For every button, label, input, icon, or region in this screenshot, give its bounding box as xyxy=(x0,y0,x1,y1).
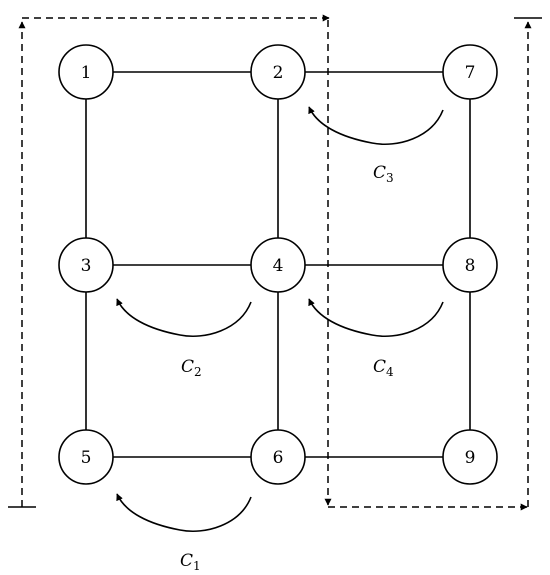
node-2: 2 xyxy=(250,44,306,100)
node-9: 9 xyxy=(442,429,498,485)
node-circle xyxy=(58,44,114,100)
right-partition-boundary xyxy=(324,17,542,511)
node-circle xyxy=(250,429,306,485)
node-circle xyxy=(58,429,114,485)
cycle-c4-arrow xyxy=(308,298,444,337)
node-6: 6 xyxy=(250,429,306,485)
node-circle xyxy=(442,429,498,485)
node-7: 7 xyxy=(442,44,498,100)
node-label: 2 xyxy=(273,63,284,83)
node-circle xyxy=(250,44,306,100)
node-8: 8 xyxy=(442,237,498,293)
cycle-c2-arrow xyxy=(116,298,252,337)
node-label: 9 xyxy=(465,448,476,468)
cycle-label-c4: C4 xyxy=(373,357,394,379)
node-4: 4 xyxy=(250,237,306,293)
node-circle xyxy=(442,237,498,293)
cycle-label-c2: C2 xyxy=(181,357,202,379)
edges xyxy=(85,71,471,458)
cycle-arrows xyxy=(116,106,444,532)
cycle-labels: C1 C2 C3 C4 xyxy=(180,163,394,573)
node-1: 1 xyxy=(58,44,114,100)
cycle-c3-arrow xyxy=(308,106,444,145)
node-circle xyxy=(58,237,114,293)
node-circle xyxy=(442,44,498,100)
cycle-c1-arrow xyxy=(116,493,252,532)
node-label: 1 xyxy=(81,63,92,83)
cycle-label-c3: C3 xyxy=(373,163,394,185)
node-5: 5 xyxy=(58,429,114,485)
left-partition-boundary xyxy=(8,14,330,508)
cycle-label-c1: C1 xyxy=(180,551,201,573)
node-label: 4 xyxy=(273,256,284,276)
node-3: 3 xyxy=(58,237,114,293)
node-label: 3 xyxy=(81,256,92,276)
node-label: 7 xyxy=(465,63,476,83)
node-label: 8 xyxy=(465,256,476,276)
nodes: 1 2 7 3 4 8 5 6 9 xyxy=(58,44,498,485)
node-label: 5 xyxy=(81,448,92,468)
node-label: 6 xyxy=(273,448,284,468)
node-circle xyxy=(250,237,306,293)
